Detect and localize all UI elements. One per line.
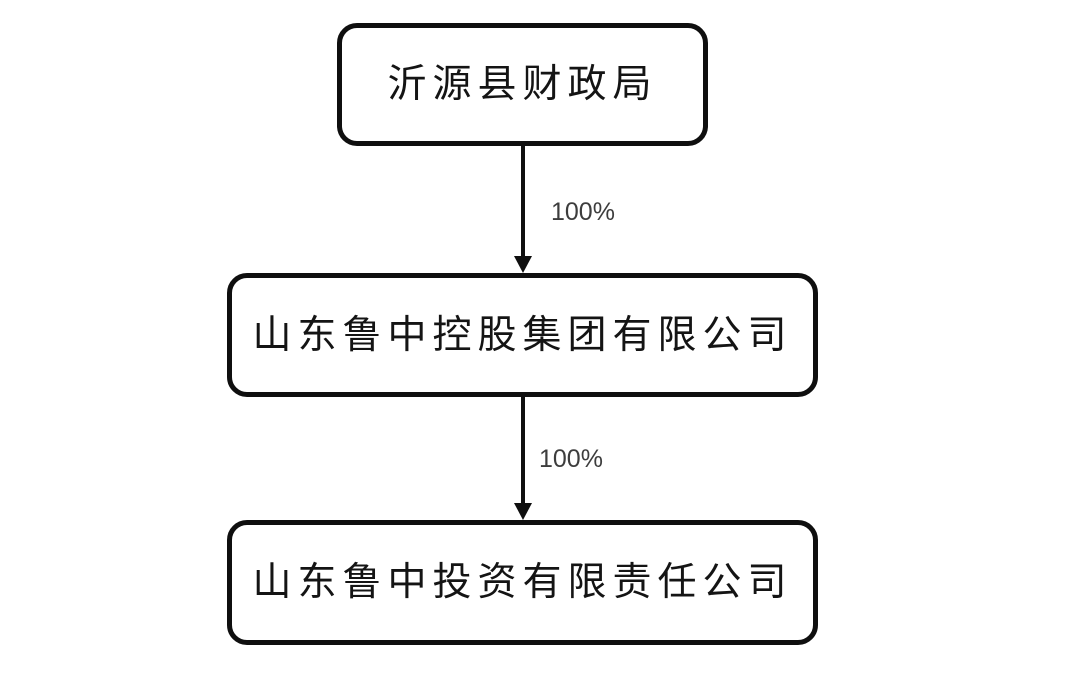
edge-connector-line	[521, 145, 525, 259]
node-shandong-luzhong-investment: 山东鲁中投资有限责任公司	[227, 520, 818, 645]
node-label: 山东鲁中投资有限责任公司	[252, 560, 793, 605]
arrow-down-icon	[514, 503, 532, 520]
edge-connector-line	[521, 396, 525, 506]
node-yiyuan-county-finance-bureau: 沂源县财政局	[337, 23, 708, 146]
arrow-down-icon	[514, 256, 532, 273]
edge-ownership-percentage-label: 100%	[551, 198, 615, 226]
edge-ownership-percentage-label: 100%	[539, 445, 603, 473]
node-label: 山东鲁中控股集团有限公司	[252, 312, 793, 358]
node-label: 沂源县财政局	[387, 62, 658, 107]
node-shandong-luzhong-holding-group: 山东鲁中控股集团有限公司	[227, 273, 818, 397]
